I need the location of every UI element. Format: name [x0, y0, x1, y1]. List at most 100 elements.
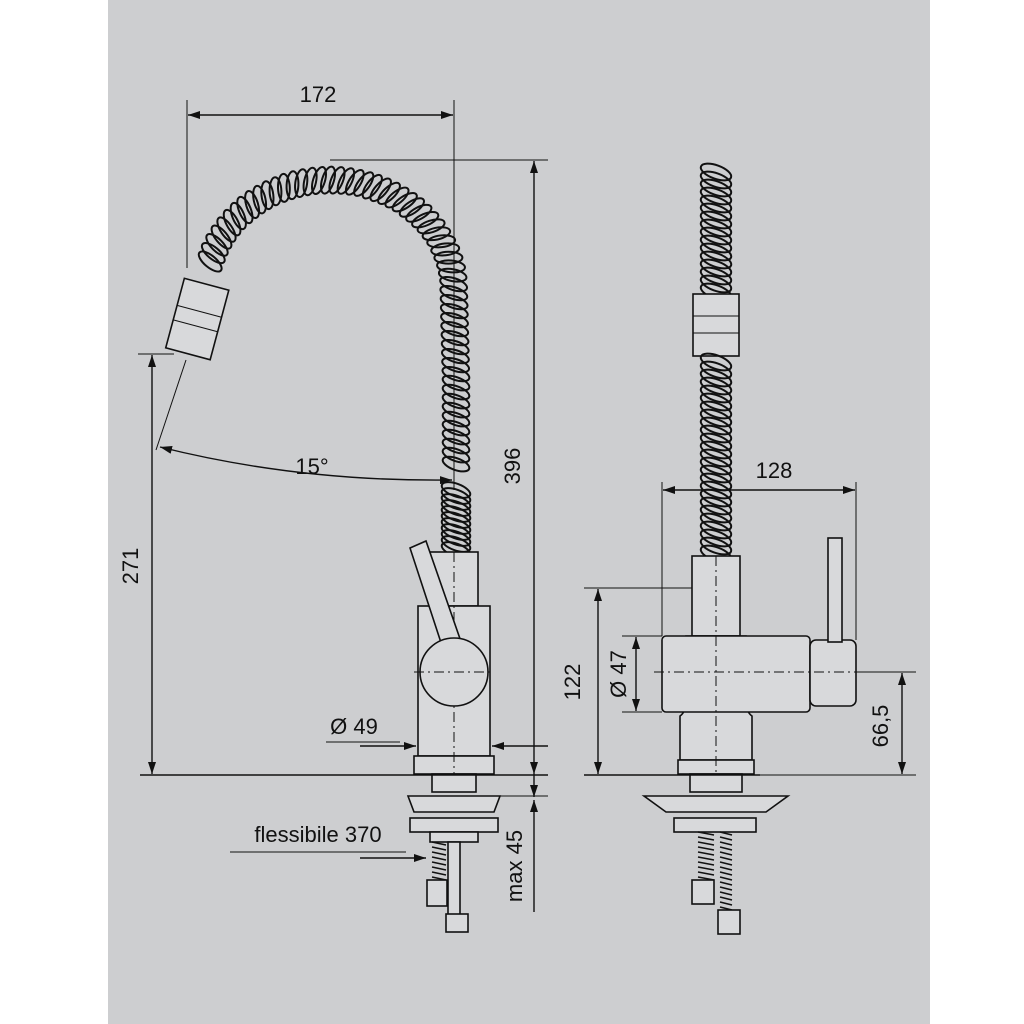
coil-loop	[440, 487, 472, 505]
coil-loop	[699, 536, 733, 556]
front-lower-hose	[699, 352, 733, 564]
coil-loop	[699, 520, 733, 540]
coil-loop	[328, 166, 346, 195]
thread-line	[431, 846, 447, 851]
coil-loop	[440, 523, 472, 541]
coil-loop	[699, 504, 733, 524]
coil-loop	[699, 250, 733, 270]
coil-loop	[699, 242, 733, 262]
coil-loop	[699, 512, 733, 532]
coil-loop	[699, 218, 733, 238]
thread-line	[431, 871, 447, 876]
coil-loop	[197, 250, 223, 273]
coil-loop	[294, 168, 309, 198]
thread-line	[431, 861, 447, 866]
coil-loop	[699, 170, 733, 190]
spray-head	[164, 277, 230, 361]
coil-loop	[276, 172, 291, 203]
coil-loop	[268, 176, 283, 207]
coil-loop	[377, 181, 401, 205]
coil-loop	[440, 505, 472, 523]
coil-loop	[699, 400, 733, 420]
thread-line	[719, 876, 733, 881]
thread-line	[719, 871, 733, 876]
coil-loop	[310, 166, 328, 195]
coil-loop	[699, 464, 733, 484]
front-axis-height-label: 66,5	[868, 705, 893, 748]
thread-line	[697, 841, 715, 846]
coil-loop	[699, 226, 733, 246]
coil-loop	[440, 493, 472, 511]
front-dimension-lines	[584, 482, 916, 776]
coil-loop	[440, 311, 469, 329]
thread-line	[431, 851, 447, 856]
front-view: 128 122 Ø 47 66,5	[560, 162, 916, 935]
front-body-height-label: 122	[560, 664, 585, 701]
front-width-label: 128	[756, 458, 793, 483]
coil-loop	[436, 259, 466, 274]
coil-loop	[416, 218, 446, 235]
thread-line	[697, 846, 715, 851]
coil-loop	[699, 202, 733, 222]
thread-line	[697, 831, 715, 836]
side-total-height-label: 396	[500, 448, 525, 485]
thread-line	[697, 851, 715, 856]
coil-loop	[440, 535, 472, 553]
thread-line	[719, 841, 733, 846]
angle-label: 15°	[295, 454, 328, 479]
coil-loop	[699, 266, 733, 286]
thread-line	[697, 861, 715, 866]
thread-line	[697, 871, 715, 876]
coil-loop	[699, 368, 733, 388]
thread-line	[431, 866, 447, 871]
coil-loop	[229, 201, 247, 231]
coil-loop	[222, 208, 242, 237]
thread-line	[719, 896, 733, 901]
coil-loop	[699, 392, 733, 412]
dimension-lines	[138, 100, 548, 912]
coil-loop	[440, 329, 470, 347]
coil-loop	[391, 192, 418, 213]
coil-loop	[200, 242, 226, 265]
coil-loop	[699, 210, 733, 230]
coil-loop	[699, 162, 733, 182]
coil-loop	[216, 216, 237, 243]
lever-handle	[409, 539, 494, 707]
coil-loop	[699, 384, 733, 404]
coil-loop	[699, 440, 733, 460]
coil-loop	[344, 168, 365, 196]
coil-loop	[699, 186, 733, 206]
coil-loop	[426, 234, 457, 249]
coil-loop	[699, 528, 733, 548]
side-view: 172 396 271 15° Ø 49 flessibile 370 max …	[118, 82, 548, 933]
coil-loop	[439, 293, 469, 311]
front-coiled-hose	[699, 162, 733, 302]
coil-loop	[699, 408, 733, 428]
coil-loop	[699, 360, 733, 380]
coil-loop	[699, 424, 733, 444]
coil-loop	[244, 190, 261, 219]
thread-line	[719, 891, 733, 896]
coil-loop	[440, 517, 472, 535]
coil-loop	[369, 177, 392, 203]
thread-line	[431, 856, 447, 861]
hose-length-label: flessibile 370	[254, 822, 381, 847]
coil-loop	[699, 448, 733, 468]
side-diameter-label: Ø 49	[330, 714, 378, 739]
coil-loop	[440, 338, 470, 356]
coil-loop	[285, 170, 300, 201]
thread-line	[431, 841, 447, 846]
coil-loop	[439, 275, 469, 293]
thread-line	[719, 886, 733, 891]
coil-loop	[302, 166, 318, 197]
coil-loop	[210, 224, 233, 250]
coil-loop	[699, 480, 733, 500]
front-mounting-kit	[641, 773, 791, 935]
thread-line	[697, 836, 715, 841]
thread-line	[719, 851, 733, 856]
thread-line	[697, 856, 715, 861]
coil-loop	[699, 456, 733, 476]
thread-line	[719, 861, 733, 866]
thread-line	[719, 901, 733, 906]
